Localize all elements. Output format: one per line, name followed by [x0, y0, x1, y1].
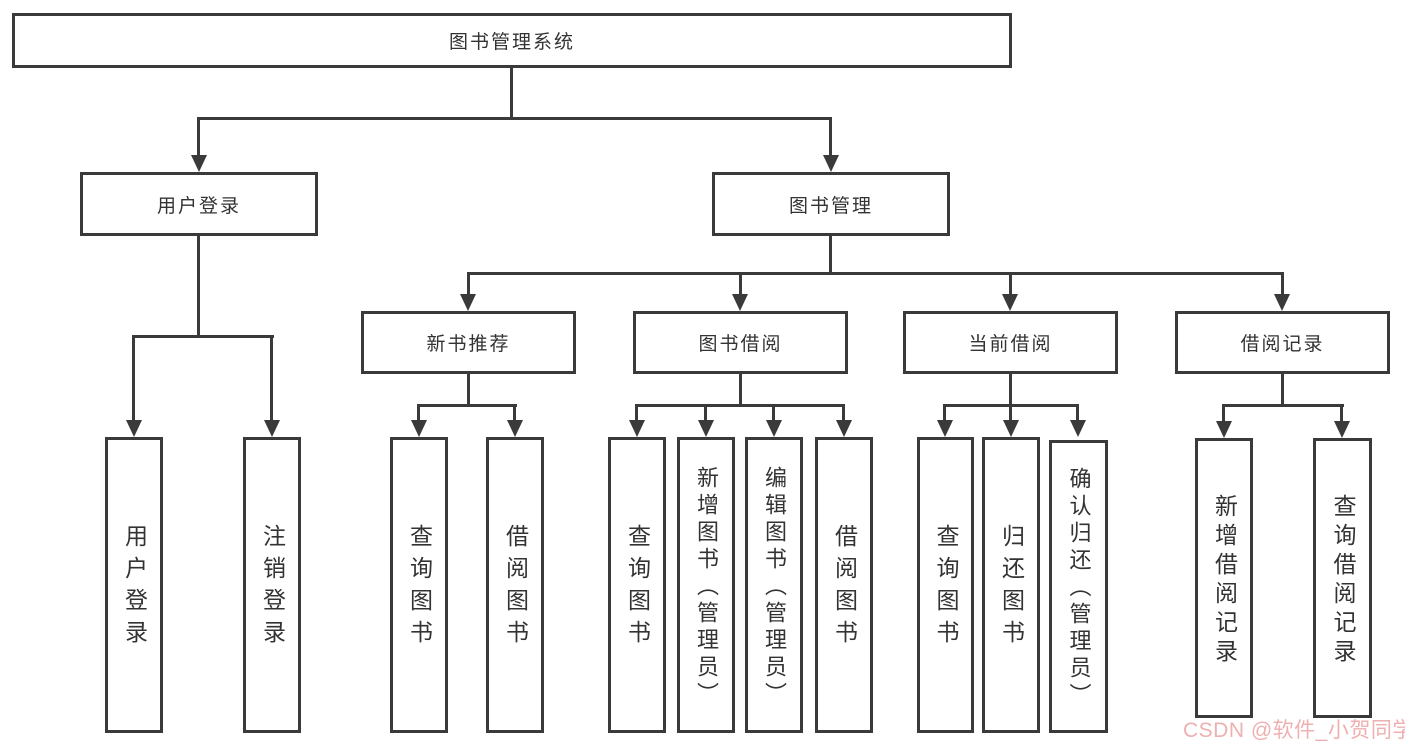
leaf-bw-edit-books-admin-label: 编辑图书（管理员）	[762, 465, 787, 709]
leaf-rc-add-record-label: 新增借阅记录	[1211, 494, 1238, 668]
connector-borrowing-branch	[635, 404, 845, 407]
arrowhead-bw-borrow	[836, 420, 852, 437]
connector-borrowing-arm-4	[842, 404, 845, 422]
leaf-bw-add-books-admin: 新增图书（管理员）	[677, 437, 735, 733]
connector-borrowing-stem	[739, 373, 742, 407]
leaf-bw-edit-books-admin: 编辑图书（管理员）	[745, 437, 803, 733]
connector-newbooks-stem	[467, 373, 470, 407]
node-book-borrow: 图书借阅	[633, 311, 848, 374]
leaf-cu-confirm-return-admin: 确认归还（管理员）	[1049, 440, 1108, 733]
arrowhead-bw-query	[629, 420, 645, 437]
node-new-book-recommend-label: 新书推荐	[426, 334, 511, 355]
connector-records-branch	[1222, 404, 1344, 407]
node-root: 图书管理系统	[12, 13, 1012, 68]
connector-current-arm-1	[943, 404, 946, 422]
leaf-bw-add-books-admin-label: 新增图书（管理员）	[694, 465, 719, 709]
node-current-borrow: 当前借阅	[903, 311, 1118, 374]
leaf-logout-label: 注销登录	[259, 524, 286, 652]
arrowhead-book-mgmt	[823, 155, 839, 172]
watermark: CSDN @软件_小贺同学	[1183, 719, 1405, 742]
node-new-book-recommend: 新书推荐	[361, 311, 576, 374]
node-book-borrow-label: 图书借阅	[698, 334, 783, 355]
leaf-cu-return-books-label: 归还图书	[998, 524, 1025, 652]
connector-newbooks-branch	[417, 404, 517, 407]
arrowhead-cu-confirm	[1070, 420, 1086, 437]
connector-borrowing-arm-1	[635, 404, 638, 422]
connector-userlogin-stem	[197, 235, 200, 338]
leaf-logout: 注销登录	[243, 437, 301, 733]
connector-borrowing-arm-3	[772, 404, 775, 422]
connector-bookmgmt-arm-1	[467, 272, 470, 296]
arrowhead-rc-add	[1216, 421, 1232, 438]
connector-root-stem	[510, 67, 513, 119]
leaf-nb-query-books: 查询图书	[390, 437, 448, 733]
arrowhead-records	[1274, 294, 1290, 311]
connector-current-arm-3	[1076, 404, 1079, 422]
leaf-nb-borrow-books-label: 借阅图书	[502, 524, 529, 652]
connector-records-arm-2	[1340, 404, 1343, 423]
arrowhead-borrowing	[732, 294, 748, 311]
leaf-bw-borrow-books-label: 借阅图书	[831, 524, 858, 652]
connector-current-stem	[1009, 373, 1012, 407]
arrowhead-bw-edit	[766, 420, 782, 437]
leaf-user-login-label: 用户登录	[121, 524, 148, 652]
connector-root-arm-left	[197, 117, 200, 157]
arrowhead-user-login	[191, 155, 207, 172]
connector-records-stem	[1281, 373, 1284, 407]
arrowhead-nb-query	[411, 420, 427, 437]
node-borrow-records: 借阅记录	[1175, 311, 1390, 374]
node-book-management: 图书管理	[712, 172, 950, 236]
arrowhead-rc-query	[1334, 421, 1350, 438]
node-book-management-label: 图书管理	[788, 195, 873, 217]
node-current-borrow-label: 当前借阅	[968, 334, 1053, 355]
leaf-bw-borrow-books: 借阅图书	[815, 437, 873, 733]
leaf-rc-query-record-label: 查询借阅记录	[1330, 494, 1356, 668]
leaf-nb-query-books-label: 查询图书	[406, 524, 433, 652]
leaf-bw-query-books-label: 查询图书	[624, 524, 651, 652]
connector-newbooks-arm-1	[417, 404, 420, 422]
arrowhead-bw-add	[698, 420, 714, 437]
leaf-user-login: 用户登录	[105, 437, 163, 733]
leaf-nb-borrow-books: 借阅图书	[486, 437, 544, 733]
arrowhead-cu-query	[937, 420, 953, 437]
leaf-cu-query-books: 查询图书	[917, 437, 974, 733]
connector-bookmgmt-arm-3	[1009, 272, 1012, 296]
connector-bookmgmt-arm-2	[739, 272, 742, 296]
arrowhead-cu-return	[1003, 420, 1019, 437]
arrowhead-leaf-login	[126, 420, 142, 437]
node-user-login-label: 用户登录	[156, 195, 241, 217]
leaf-cu-query-books-label: 查询图书	[933, 524, 959, 652]
leaf-cu-confirm-return-admin-label: 确认归还（管理员）	[1066, 467, 1092, 710]
connector-userlogin-arm-left	[132, 335, 135, 422]
leaf-bw-query-books: 查询图书	[608, 437, 666, 733]
connector-userlogin-branch	[132, 335, 274, 338]
connector-records-arm-1	[1222, 404, 1225, 423]
node-root-label: 图书管理系统	[448, 32, 575, 53]
connector-bookmgmt-stem	[829, 235, 832, 275]
arrowhead-nb-borrow	[507, 420, 523, 437]
connector-newbooks-arm-2	[513, 404, 516, 422]
leaf-rc-query-record: 查询借阅记录	[1313, 438, 1372, 718]
connector-root-arm-right	[829, 117, 832, 157]
connector-current-arm-2	[1009, 404, 1012, 422]
arrowhead-current	[1002, 294, 1018, 311]
leaf-cu-return-books: 归还图书	[982, 437, 1040, 733]
arrowhead-leaf-logout	[264, 420, 280, 437]
connector-bookmgmt-branch	[467, 272, 1284, 275]
node-borrow-records-label: 借阅记录	[1240, 334, 1325, 355]
arrowhead-new-books	[460, 294, 476, 311]
connector-bookmgmt-arm-4	[1281, 272, 1284, 296]
node-user-login: 用户登录	[80, 172, 318, 236]
connector-borrowing-arm-2	[704, 404, 707, 422]
connector-root-branch	[197, 117, 832, 120]
leaf-rc-add-record: 新增借阅记录	[1195, 438, 1253, 718]
connector-userlogin-arm-right	[270, 335, 273, 422]
